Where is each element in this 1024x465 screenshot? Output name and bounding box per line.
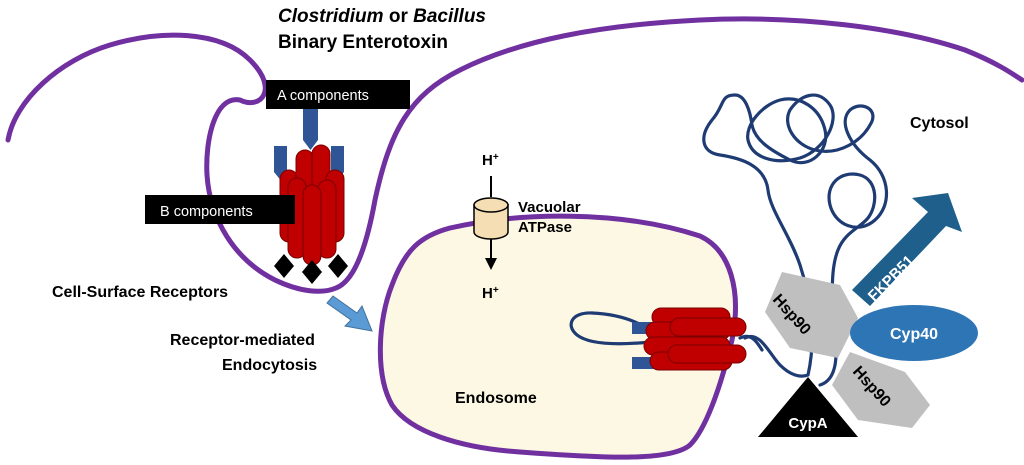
cypa-shape: [758, 377, 858, 437]
hsp90-lower-shape: [832, 352, 930, 428]
b-components-box: [145, 195, 295, 224]
proton-bottom-label: H+: [482, 285, 499, 303]
endocytosis-label: Endocytosis: [222, 357, 317, 374]
proton-top-label: H+: [482, 152, 499, 170]
receptor: [328, 254, 348, 278]
cell-surface-receptors-label: Cell-Surface Receptors: [52, 284, 228, 301]
atpase-label: ATPase: [518, 219, 572, 236]
cyp40-shape: [850, 305, 978, 361]
membrane-pore-toxin: [632, 307, 747, 371]
plasma-membrane: [5, 16, 1024, 294]
vacuolar-atpase: [473, 176, 509, 270]
cypa-label: CypA: [788, 415, 827, 432]
receptor-mediated-label: Receptor-mediated: [170, 332, 315, 349]
title-line-2: Binary Enterotoxin: [278, 32, 448, 53]
a-components-box: [266, 80, 410, 109]
fkpb51-shape: [852, 193, 962, 306]
receptor: [274, 254, 294, 278]
unfolded-a-chain: [702, 93, 889, 387]
receptor: [302, 260, 322, 284]
endocytosis-arrow: [326, 295, 373, 332]
endosome-label: Endosome: [455, 390, 537, 407]
a-components-label: A components: [277, 88, 369, 104]
endosome-chain-loop: [569, 311, 652, 346]
a-component-top: [303, 108, 318, 140]
endosome-membrane: [377, 213, 738, 460]
b-components-label: B components: [160, 204, 253, 220]
vacuolar-label: Vacuolar: [518, 199, 581, 216]
title-line-1: Clostridium or Bacillus: [278, 6, 486, 27]
cyp40-label: Cyp40: [890, 326, 938, 343]
cytosol-label: Cytosol: [910, 115, 969, 132]
hsp90-upper-shape: [765, 272, 858, 358]
